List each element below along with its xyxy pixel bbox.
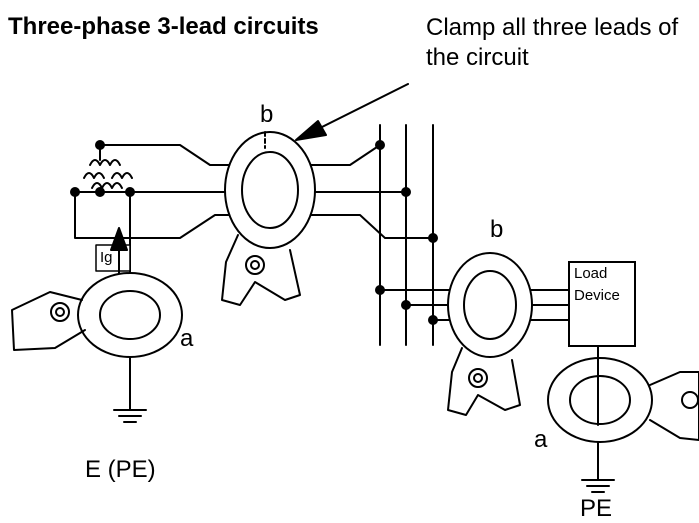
- diagram-title: Three-phase 3-lead circuits: [8, 13, 319, 40]
- label-ig: Ig: [100, 249, 113, 266]
- load-device-label: Load Device: [574, 265, 620, 304]
- label-earth-left: E (PE): [85, 456, 156, 483]
- label-b-lower: b: [490, 216, 504, 243]
- label-earth-right: PE: [580, 495, 613, 522]
- clamp-meter-lower-b: [447, 252, 533, 416]
- label-a-right: a: [534, 426, 548, 453]
- clamp-meter-left-a: [11, 272, 183, 358]
- bus-lines: [375, 124, 438, 346]
- callout-note: Clamp all three leads of the circuit: [426, 14, 679, 71]
- clamp-meter-right-a: [547, 357, 699, 443]
- callout-arrow: [295, 83, 409, 141]
- clamp-meter-upper-b: [221, 131, 316, 306]
- load-device-box: Load Device: [568, 261, 636, 347]
- transformer-coils: [83, 140, 133, 189]
- label-b-upper: b: [260, 101, 274, 128]
- label-a-left: a: [180, 325, 194, 352]
- ig-arrow: [95, 227, 131, 276]
